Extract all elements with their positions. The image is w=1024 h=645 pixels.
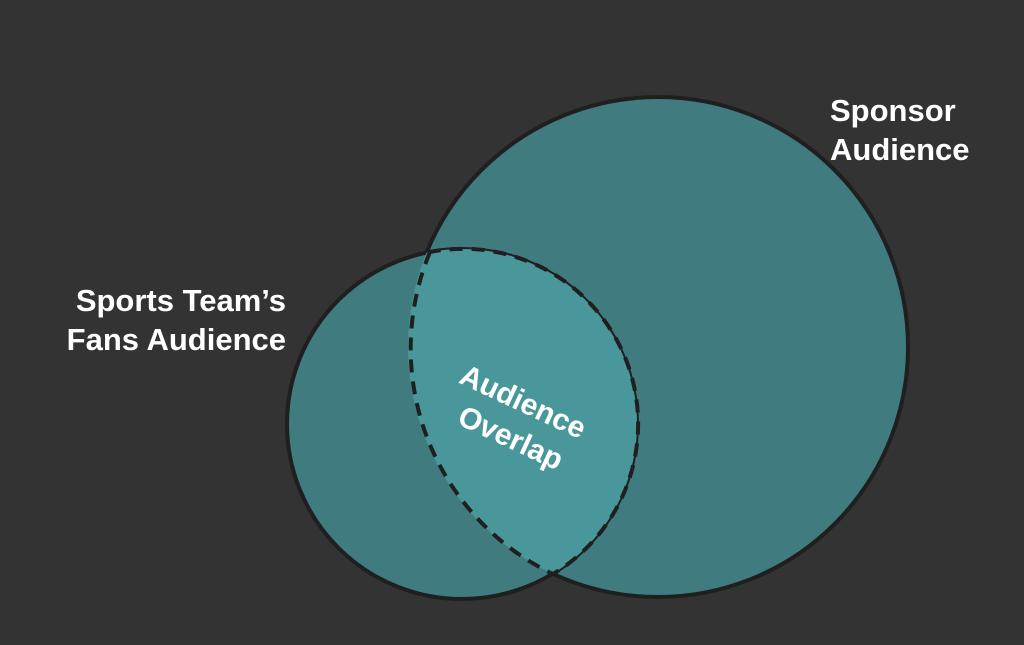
sponsor-label-line1: Sponsor <box>830 93 956 128</box>
sponsor-label-line2: Audience <box>830 132 970 167</box>
fans-audience-label: Sports Team’s Fans Audience <box>40 281 286 359</box>
audience-overlap-region <box>408 249 637 597</box>
fans-label-line1: Sports Team’s <box>75 283 286 318</box>
fans-label-line2: Fans Audience <box>66 322 286 357</box>
audience-overlap-outline <box>408 246 641 577</box>
sponsor-audience-label: Sponsor Audience <box>830 91 970 169</box>
